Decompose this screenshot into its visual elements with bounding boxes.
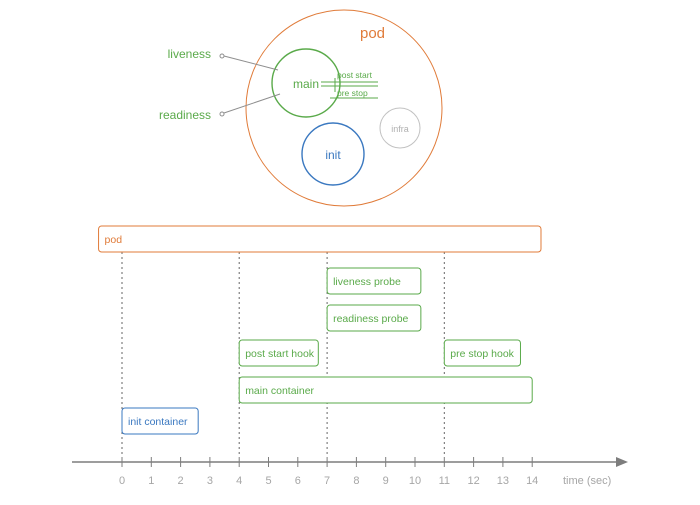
liveness-probe-bar-label: liveness probe [333, 276, 401, 288]
liveness-connector-dot [219, 53, 225, 59]
readiness-label: readiness [159, 108, 211, 122]
time-axis-label: time (sec) [563, 475, 611, 487]
init-label: init [325, 148, 341, 162]
liveness-probe-bar-rect [326, 267, 422, 295]
tick-label-13: 13 [497, 475, 509, 487]
time-axis-arrow [616, 457, 628, 467]
tick-label-2: 2 [178, 475, 184, 487]
post-start-label: post start [337, 70, 373, 80]
tick-label-12: 12 [467, 475, 479, 487]
pre-stop-hook-bar: pre stop hook [443, 339, 521, 367]
init-container-bar-label: init container [128, 416, 188, 428]
tick-label-4: 4 [236, 475, 242, 487]
main-container-bar: main container [238, 376, 533, 404]
pod-label: pod [360, 25, 385, 42]
pod-bar: pod [98, 225, 542, 253]
post-start-hook-bar-label: post start hook [245, 348, 315, 360]
liveness-probe-bar: liveness probe [326, 267, 422, 295]
timeline: pod liveness probe readiness probe post sta… [72, 225, 628, 487]
pre-stop-hook-bar-rect [443, 339, 521, 367]
tick-label-10: 10 [409, 475, 421, 487]
tick-label-5: 5 [265, 475, 271, 487]
main-container-bar-label: main container [245, 385, 314, 397]
readiness-probe-bar-label: readiness probe [333, 313, 408, 325]
post-start-hook-bar-rect [238, 339, 319, 367]
pod-circle [245, 9, 443, 207]
tick-label-8: 8 [353, 475, 359, 487]
tick-label-7: 7 [324, 475, 330, 487]
init-circle [301, 122, 365, 186]
timeline-bars: pod liveness probe readiness probe post sta… [98, 225, 542, 435]
main-container-bar-rect [238, 376, 533, 404]
liveness-connector [223, 55, 279, 71]
main-circle [271, 48, 341, 118]
infra-label: infra [391, 124, 409, 134]
init-container-bar-rect [121, 407, 199, 435]
liveness-label: liveness [168, 47, 211, 61]
pod-bar-rect [98, 225, 542, 253]
readiness-probe-bar-rect [326, 304, 422, 332]
tick-label-14: 14 [526, 475, 538, 487]
main-label: main [293, 77, 319, 91]
readiness-connector-dot [219, 111, 225, 117]
readiness-probe-bar: readiness probe [326, 304, 422, 332]
tick-label-1: 1 [148, 475, 154, 487]
pod-bar-label: pod [105, 234, 123, 246]
tick-label-9: 9 [383, 475, 389, 487]
pre-stop-label: pre stop [337, 88, 368, 98]
tick-label-3: 3 [207, 475, 213, 487]
post-start-hook-bar: post start hook [238, 339, 319, 367]
init-container-bar: init container [121, 407, 199, 435]
tick-label-11: 11 [439, 475, 450, 487]
pre-stop-hook-bar-label: pre stop hook [450, 348, 514, 360]
pod-composition: pod main init infra post start pre stop … [159, 9, 443, 207]
tick-label-6: 6 [295, 475, 301, 487]
readiness-connector [223, 93, 281, 114]
tick-label-0: 0 [119, 475, 125, 487]
infra-circle [379, 107, 421, 149]
